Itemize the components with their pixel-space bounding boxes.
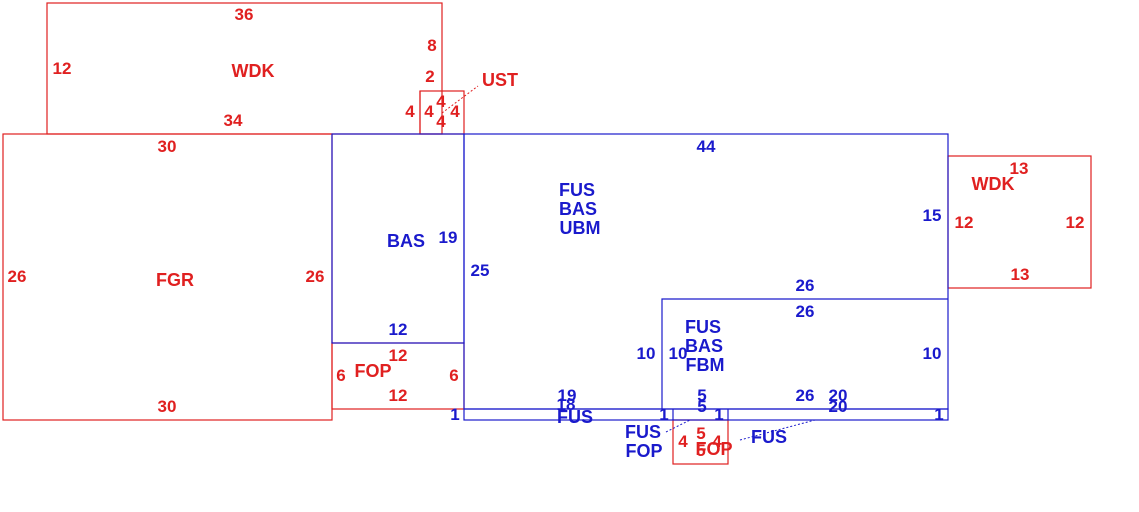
lower-label-line2: BAS: [685, 336, 723, 356]
dim-lower-right: 10: [923, 344, 942, 363]
dim-ust-left: 4: [405, 102, 415, 121]
blue-area-labels: BAS FUS BAS UBM FUS BAS FBM FUS FUS FOP …: [387, 180, 787, 461]
dim-fgr-bottom: 30: [158, 397, 177, 416]
blue-structure-lines: [331, 133, 949, 421]
red-dimensions: 36 12 8 2 34 4 4 4 4 4 30 26 26 30 12 6 …: [8, 5, 1085, 460]
dim-wdk-right-bottom: 13: [1011, 265, 1030, 284]
lower-label-line3: FBM: [686, 355, 725, 375]
dim-main-step-a: 26: [796, 276, 815, 295]
dim-strip-end-left: 1: [450, 405, 459, 424]
dim-ust-right: 4: [450, 102, 460, 121]
dim-main-top: 44: [697, 137, 716, 156]
dim-strip-d: 5: [697, 397, 706, 416]
leader-lines: [441, 85, 816, 441]
fop-left-label: FOP: [354, 361, 391, 381]
wdk-right-label: WDK: [972, 174, 1015, 194]
dim-strip-end-right: 1: [934, 405, 943, 424]
dim-fop-right: 6: [449, 366, 458, 385]
lower-label-line1: FUS: [685, 317, 721, 337]
dim-wdk-right-left: 12: [955, 213, 974, 232]
dim-fgr-left: 26: [8, 267, 27, 286]
dim-main-left: 25: [471, 261, 490, 280]
blue-dimensions: 19 12 44 25 15 26 26 10 10 10 19 18 5 5 …: [389, 137, 944, 424]
red-structure-lines: [2, 2, 1092, 465]
dim-ust-inner: 4: [424, 102, 434, 121]
fgr-label: FGR: [156, 270, 194, 290]
dim-fgr-top: 30: [158, 137, 177, 156]
fus-right-label: FUS: [751, 427, 787, 447]
dim-fop-top: 12: [389, 346, 408, 365]
dim-wdk-top-left: 12: [53, 59, 72, 78]
dim-wdk-right-top: 13: [1010, 159, 1029, 178]
dim-fop-bottom: 12: [389, 386, 408, 405]
dim-fgr-right: 26: [306, 267, 325, 286]
fus-strip-outline: [463, 408, 949, 421]
dim-wdk-top-notch: 2: [425, 67, 434, 86]
dim-bas-bottom: 12: [389, 320, 408, 339]
dim-bas-right: 19: [439, 228, 458, 247]
fop-small-label: FOP: [695, 439, 732, 459]
red-area-labels: WDK UST FGR FOP WDK FOP: [156, 61, 1015, 459]
dim-main-step-b: 26: [796, 302, 815, 321]
dim-ust-top: 4: [436, 92, 446, 111]
main-label-line3: UBM: [560, 218, 601, 238]
dim-wdk-right-right: 12: [1066, 213, 1085, 232]
ust-label: UST: [482, 70, 518, 90]
ust-leader: [441, 85, 479, 114]
dim-lower-left-b: 10: [669, 344, 688, 363]
fus-fop-leader: [665, 419, 691, 433]
dim-fop-small-left: 4: [678, 432, 688, 451]
dim-strip-g: 20: [829, 397, 848, 416]
dim-strip-end-mid-a: 1: [659, 405, 668, 424]
dim-fop-small-bottom: 5: [696, 441, 705, 460]
dim-strip-f: 20: [829, 386, 848, 405]
dim-strip-b: 18: [557, 395, 576, 414]
fus-strip-label: FUS: [557, 407, 593, 427]
dim-fop-small-top: 5: [696, 424, 705, 443]
dim-wdk-top-right: 8: [427, 36, 436, 55]
dim-strip-e: 26: [796, 386, 815, 405]
dim-strip-end-mid-b: 1: [714, 405, 723, 424]
dim-fop-left: 6: [336, 366, 345, 385]
dim-fop-small-right: 4: [712, 432, 722, 451]
dim-strip-a: 19: [558, 386, 577, 405]
lower-section-outline: [661, 298, 948, 409]
wdk-top-label: WDK: [232, 61, 275, 81]
fus-fop-label-line2: FOP: [625, 441, 662, 461]
dim-main-right: 15: [923, 206, 942, 225]
fus-fop-label-line1: FUS: [625, 422, 661, 442]
main-label-line2: BAS: [559, 199, 597, 219]
dim-wdk-top-bottom: 34: [224, 111, 243, 130]
fus-right-leader: [739, 419, 816, 441]
dim-strip-c: 5: [697, 386, 706, 405]
dim-ust-bottom: 4: [436, 112, 446, 131]
dim-lower-left-a: 10: [637, 344, 656, 363]
bas-left-label: BAS: [387, 231, 425, 251]
main-label-line1: FUS: [559, 180, 595, 200]
dim-wdk-top-top: 36: [235, 5, 254, 24]
